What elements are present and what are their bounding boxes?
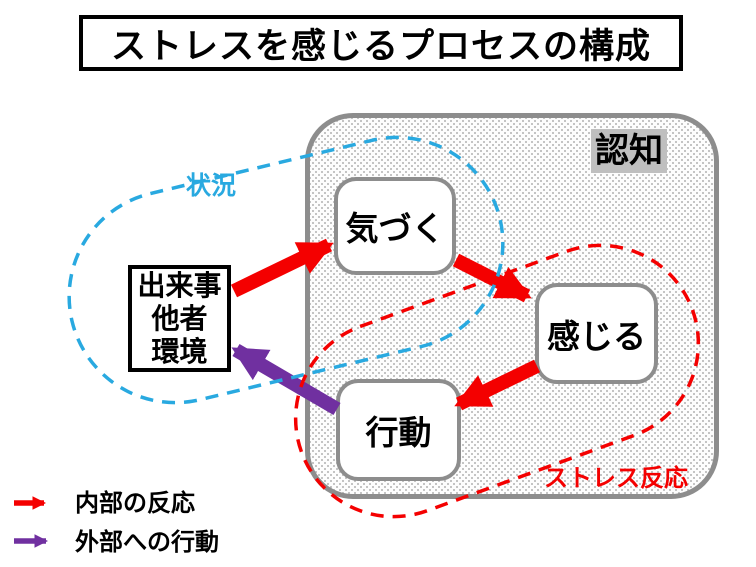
stimulus-line-others: 他者: [151, 302, 208, 335]
diagram-title: ストレスを感じるプロセスの構成: [110, 26, 651, 67]
notice-node: 気づく: [334, 177, 456, 275]
notice-node-label: 気づく: [345, 209, 445, 248]
legend-internal-label: 内部の反応: [75, 489, 195, 517]
act-node-label: 行動: [365, 413, 432, 452]
stimulus-line-environment: 環境: [151, 335, 208, 368]
act-node: 行動: [336, 379, 461, 481]
legend-external-label: 外部への行動: [75, 528, 219, 556]
stimulus-line-events: 出来事: [137, 269, 222, 302]
feel-node: 感じる: [535, 283, 658, 384]
stress-response-label: ストレス反応: [544, 464, 688, 492]
cognition-region-label: 認知: [591, 129, 667, 173]
feel-node-label: 感じる: [547, 316, 646, 356]
stimulus-node: 出来事 他者 環境: [128, 265, 231, 372]
title-box: ストレスを感じるプロセスの構成: [79, 15, 683, 71]
situation-label: 状況: [186, 171, 237, 200]
